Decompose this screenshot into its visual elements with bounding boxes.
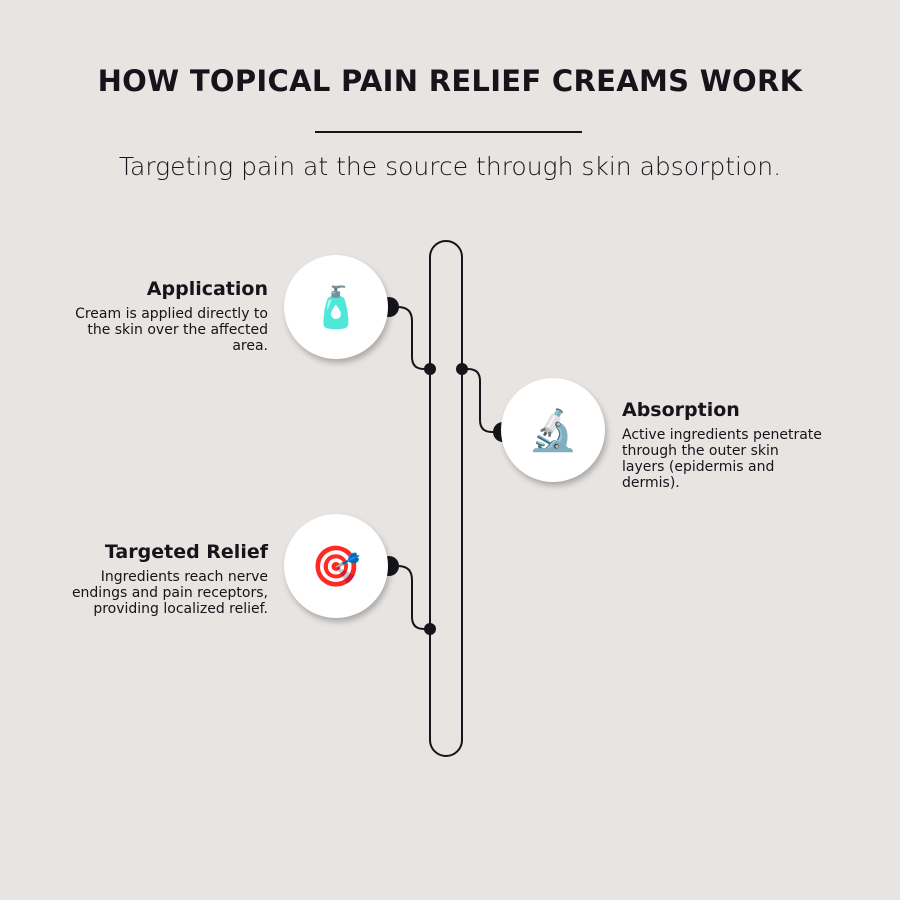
connector-application xyxy=(389,306,430,370)
step-title: Targeted Relief xyxy=(104,541,268,563)
step-title: Absorption xyxy=(622,399,740,421)
step-application: Application Cream is applied directly to… xyxy=(48,278,268,354)
title-divider xyxy=(315,131,582,133)
page-title: HOW TOPICAL PAIN RELIEF CREAMS WORK xyxy=(97,64,803,98)
step-absorption: Absorption Active ingredients penetrate … xyxy=(622,399,822,491)
page-subtitle: Targeting pain at the source through ski… xyxy=(118,152,782,181)
connector-absorption xyxy=(462,368,503,433)
step-description: Cream is applied directly to the skin ov… xyxy=(75,306,268,354)
connector-dot xyxy=(424,363,436,375)
step-targeted-relief: Targeted Relief Ingredients reach nerve … xyxy=(48,541,268,617)
step-description: Ingredients reach nerve endings and pain… xyxy=(71,569,268,617)
step-description: Active ingredients penetrate through the… xyxy=(622,427,822,491)
timeline-loop xyxy=(429,240,463,757)
connector-relief xyxy=(389,565,430,630)
target-icon: 🎯 xyxy=(284,514,388,618)
lotion-bottle-icon: 🧴 xyxy=(284,255,388,359)
microscope-icon: 🔬 xyxy=(501,378,605,482)
connector-dot xyxy=(424,623,436,635)
step-title: Application xyxy=(146,278,268,300)
connector-dot xyxy=(456,363,468,375)
